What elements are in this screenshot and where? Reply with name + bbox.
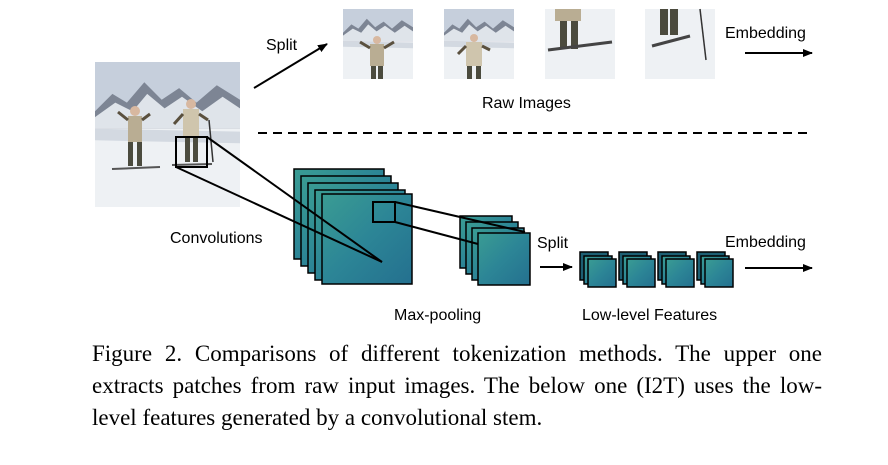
split-arrow-top <box>253 43 328 89</box>
projection-line <box>206 136 383 263</box>
conv-window <box>175 136 208 168</box>
split-label-bottom: Split <box>537 235 569 252</box>
raw-patch-2 <box>444 9 514 79</box>
convolutions-label: Convolutions <box>170 230 263 247</box>
projection-line <box>394 201 526 233</box>
pooled-feature-maps <box>459 215 531 286</box>
figure-caption: Figure 2. Comparisons of different token… <box>92 341 822 430</box>
skier-right <box>171 99 214 166</box>
split-label-top: Split <box>266 37 298 54</box>
diagram: Split Embedding Raw Images <box>95 8 813 324</box>
embedding-label-bottom: Embedding <box>725 234 806 251</box>
raw-images-label: Raw Images <box>482 95 571 112</box>
max-pooling-label: Max-pooling <box>394 307 481 324</box>
feature-token-2 <box>618 251 656 288</box>
feature-token-3 <box>657 251 695 288</box>
input-image <box>95 62 240 207</box>
conv-feature-maps <box>293 168 413 285</box>
embedding-label-top: Embedding <box>725 25 806 42</box>
raw-patch-3 <box>545 9 615 79</box>
skier-left <box>111 106 161 170</box>
projection-line <box>394 221 479 245</box>
projection-line <box>175 166 383 263</box>
low-level-features-label: Low-level Features <box>582 307 717 324</box>
raw-patch-4 <box>645 8 715 79</box>
feature-token-1 <box>579 251 617 288</box>
feature-token-4 <box>696 251 734 288</box>
raw-patch-1 <box>343 9 413 79</box>
